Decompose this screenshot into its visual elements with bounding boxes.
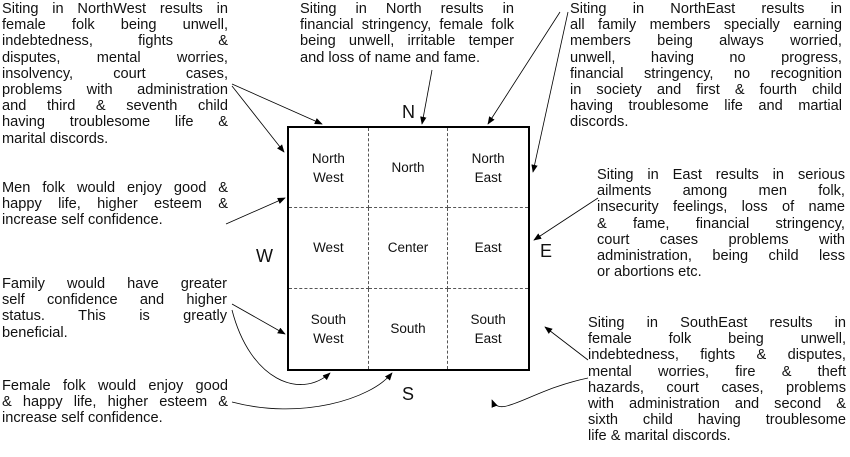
cell-label: West [313,240,344,256]
note-line: Siting in NorthEast results in [570,1,842,17]
note-line: sixth child having troublesome [588,412,846,429]
arrow-nw-2 [231,85,285,153]
cell-label: South East [470,311,506,346]
cell-northeast: North East [448,128,528,209]
note-line: court cases problems with [597,231,845,248]
note-line: members being always worried, [570,33,842,50]
arrow-w [225,197,286,225]
note-line: having troublesome life & [2,114,228,131]
cell-southwest: South West [289,288,369,369]
cell-label: North East [471,150,505,185]
note-line: being unwell, irritable temper [300,33,514,50]
note-line: mental worries, fire & theft [588,363,846,380]
note-line: unwell, having no progress, [570,49,842,66]
note-line: marital discords. [2,130,109,147]
note-line: in society and first & fourth child [570,82,842,99]
cell-east: East [448,208,528,289]
note-line: insecurity feelings, loss of name [597,199,845,216]
arrow-ne-2 [531,11,569,173]
cell-south: South [369,288,449,369]
note-line: & fame, financial stringency, [597,215,845,232]
note-line: Men folk would enjoy good & [2,180,228,196]
note-west: Men folk would enjoy good &happy life, h… [2,180,228,229]
note-line: discords. [570,114,629,131]
arrow-n [420,69,433,125]
note-line: Female folk would enjoy good [2,378,228,394]
cell-north: North [368,128,449,209]
cell-southeast: South East [448,289,528,369]
note-line: indebtedness, fights & [2,33,228,50]
note-line: all family members specially earning [570,17,842,34]
note-line: disputes, mental worries, [2,49,228,66]
arrow-sw-1 [231,303,286,335]
note-line: having troublesome life and martial [570,98,842,115]
note-line: Siting in SouthEast results in [588,315,846,331]
note-line: Siting in North results in [300,1,514,17]
arrow-s [231,372,393,410]
label-s: S [402,384,415,404]
cell-label: South West [310,311,346,346]
cell-label: East [474,240,502,256]
arrow-e [533,197,599,241]
cell-label: Center [387,240,429,256]
arrow-sw-2 [231,309,331,385]
note-line: & happy life, higher esteem & [2,394,228,411]
note-line: administration, being child less [597,248,845,265]
note-line: increase self confidence. [2,410,163,427]
cell-label: North [391,160,425,176]
note-line: and third & seventh child [2,98,228,115]
note-line: financial stringency, no recognition [570,65,842,82]
label-e: E [540,241,553,261]
label-n: N [402,102,415,122]
arrow-ne-1 [487,11,561,125]
note-line: female folk being unwell, [588,331,846,348]
note-south: Female folk would enjoy good& happy life… [2,378,228,427]
cell-label: North West [311,150,345,185]
label-w: W [256,246,273,266]
note-line: or abortions etc. [597,264,702,281]
note-line: financial stringency, female folk [300,17,514,34]
arrow-se-1 [544,326,589,361]
note-line: life & marital discords. [588,428,731,445]
cell-label: South [390,321,426,337]
note-line: indebtedness, fights & disputes, [588,347,846,364]
cell-northwest: North West [289,128,369,209]
note-line: increase self confidence. [2,212,163,229]
arrow-nw-1 [231,83,323,125]
note-line: happy life, higher esteem & [2,196,228,213]
cell-center: Center [368,208,449,289]
note-line: Siting in East results in serious [597,167,845,183]
note-line: hazards, court cases, problems [588,379,846,396]
note-line: ailments among men folk, [597,183,845,200]
note-line: self confidence and higher [2,292,227,309]
cell-west: West [289,208,369,289]
note-line: status. This is greatly [2,308,227,325]
note-line: insolvency, court cases, [2,65,228,82]
note-line: female folk being unwell, [2,17,228,34]
arrow-se-2 [491,377,589,408]
note-line: Family would have greater [2,276,227,292]
note-line: Siting in NorthWest results in [2,1,228,17]
note-line: beneficial. [2,324,68,341]
note-line: with administration and second & [588,396,846,413]
note-line: and loss of name and fame. [300,49,481,66]
note-line: problems with administration [2,82,228,99]
